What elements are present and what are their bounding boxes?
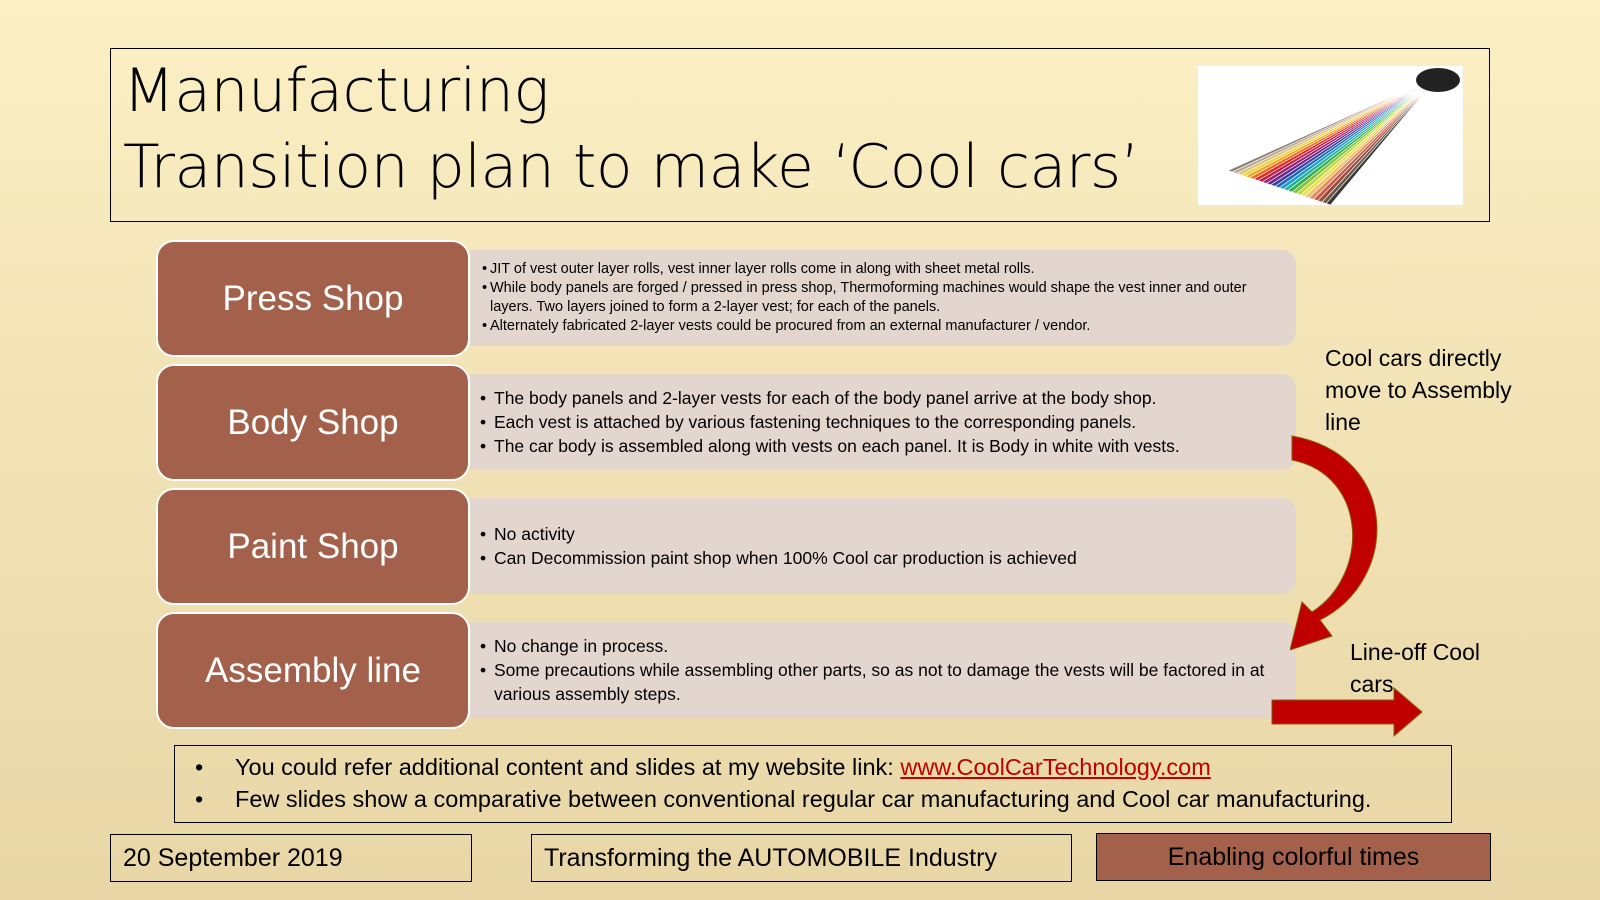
assembly-line-bullet-1: No change in process. [478, 634, 1282, 658]
slide-title-line-2: Transition plan to make ‘Cool cars’ [123, 132, 1140, 202]
curved-arrow-icon [1290, 435, 1378, 651]
info-line-1-text: You could refer additional content and s… [235, 754, 901, 780]
body-shop-bullet-2: Each vest is attached by various fasteni… [478, 410, 1282, 434]
stage-assembly-line-details: No change in process. Some precautions w… [470, 622, 1296, 718]
cool-cars-move-note: Cool cars directly move to Assembly line [1325, 345, 1512, 435]
assembly-line-bullet-2: Some precautions while assembling other … [478, 658, 1282, 706]
stage-paint-shop-details: No activity Can Decommission paint shop … [470, 498, 1296, 594]
swatch-clasp [1416, 68, 1460, 92]
slide-title-line-1: Manufacturing [123, 56, 549, 126]
info-line-2: Few slides show a comparative between co… [187, 783, 1451, 815]
press-shop-bullet-2: While body panels are forged / pressed i… [478, 279, 1282, 317]
stage-press-shop-details: JIT of vest outer layer rolls, vest inne… [470, 250, 1296, 346]
color-swatch-image [1198, 66, 1463, 205]
footer-tagline: Enabling colorful times [1096, 833, 1491, 881]
website-link[interactable]: www.CoolCarTechnology.com [900, 754, 1211, 780]
stage-body-shop: Body Shop [156, 364, 470, 481]
body-shop-bullet-3: The car body is assembled along with ves… [478, 434, 1282, 458]
stage-press-shop: Press Shop [156, 240, 470, 357]
info-box: You could refer additional content and s… [174, 745, 1452, 823]
press-shop-bullet-3: Alternately fabricated 2-layer vests cou… [478, 317, 1282, 336]
footer-date: 20 September 2019 [110, 834, 472, 882]
stage-assembly-line: Assembly line [156, 612, 470, 729]
swatch-strip [1325, 75, 1439, 205]
paint-shop-bullet-2: Can Decommission paint shop when 100% Co… [478, 546, 1282, 570]
title-box: Manufacturing Transition plan to make ‘C… [110, 48, 1490, 222]
info-line-1: You could refer additional content and s… [187, 751, 1451, 783]
paint-shop-bullet-1: No activity [478, 522, 1282, 546]
stage-paint-shop: Paint Shop [156, 488, 470, 605]
right-arrow-icon [1271, 686, 1423, 738]
press-shop-bullet-1: JIT of vest outer layer rolls, vest inne… [478, 260, 1282, 279]
body-shop-bullet-1: The body panels and 2-layer vests for ea… [478, 386, 1282, 410]
stage-body-shop-details: The body panels and 2-layer vests for ea… [470, 374, 1296, 470]
line-off-note: Line-off Cool cars [1350, 639, 1480, 697]
footer-subject: Transforming the AUTOMOBILE Industry [531, 834, 1072, 882]
